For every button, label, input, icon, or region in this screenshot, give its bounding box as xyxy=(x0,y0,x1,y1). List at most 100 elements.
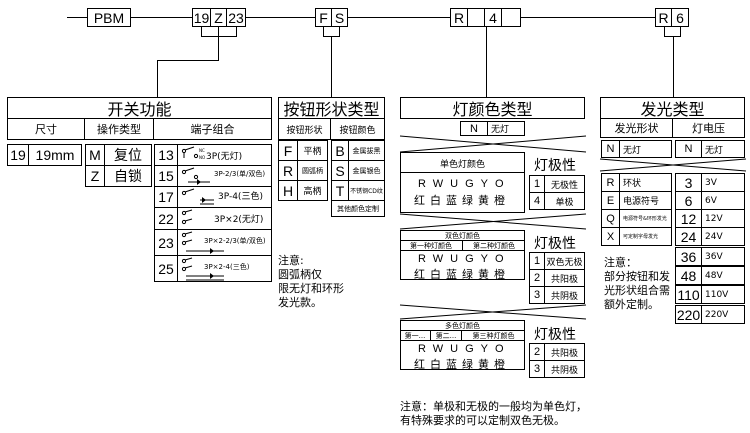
header-button-color: 按钮颜色 xyxy=(330,118,385,140)
switch-title: 开关功能 xyxy=(7,97,272,119)
glow-shape-label: 环状 xyxy=(619,173,672,192)
header-voltage: 灯电压 xyxy=(672,118,745,138)
terminal-code: 22 xyxy=(154,207,178,230)
polarity-label: 双色无极 xyxy=(544,252,585,270)
voltage-code: 220 xyxy=(675,305,702,324)
color-label: 不锈钢CD纹 xyxy=(348,180,385,201)
voltage-label: 3V xyxy=(701,173,745,192)
shape-label: 圆弧柄 xyxy=(297,160,328,181)
operation-code-z: Z xyxy=(85,165,105,187)
voltage-label: 12V xyxy=(701,209,745,228)
glow-none-label: 无灯 xyxy=(619,140,672,158)
multi-polarity-title: 灯极性 xyxy=(534,327,576,343)
multi-chars: 红白蓝绿黄橙 xyxy=(414,358,510,371)
cross-divider-icon xyxy=(599,158,747,172)
glow-none-code: N xyxy=(601,140,620,158)
header-size: 尺寸 xyxy=(7,118,85,140)
button-title: 按钮形状类型 xyxy=(278,97,385,119)
header-glow-shape: 发光形状 xyxy=(600,118,673,138)
color-custom: 其他颜色定制 xyxy=(331,200,385,217)
terminal-code: 17 xyxy=(154,186,178,208)
terminal-code: 13 xyxy=(154,144,178,166)
voltage-none-code: N xyxy=(675,140,702,158)
light-none-code: N xyxy=(460,121,488,136)
glow-shape-code: Q xyxy=(601,209,620,228)
voltage-none-label: 无灯 xyxy=(701,140,745,158)
size-code: 19 xyxy=(7,144,29,166)
polarity-code: 1 xyxy=(529,252,545,270)
single-chars: 红白蓝绿黄橙 xyxy=(414,194,510,207)
color-code: T xyxy=(331,180,349,201)
glow-shape-code: X xyxy=(601,227,620,246)
code-light-color-2 xyxy=(467,8,485,27)
note-line: 有特殊要求的可以定制双色无极。 xyxy=(400,414,565,427)
terminal-label: 3P×2-4(三色) xyxy=(177,255,272,282)
voltage-code: 3 xyxy=(675,173,702,192)
single-letters: RWUGYO xyxy=(418,178,511,190)
polarity-code: 2 xyxy=(529,343,545,361)
polarity-code: 1 xyxy=(529,175,545,193)
voltage-code: 12 xyxy=(675,209,702,228)
note-line: 注意: xyxy=(278,254,304,267)
color-code: S xyxy=(331,160,349,181)
switch-contact-led-icon xyxy=(181,167,210,185)
code-light-color-1: R xyxy=(450,8,468,27)
light-note: 注意：单极和无极的一般均为单色灯， 有特殊要求的可以定制双色无极。 xyxy=(400,400,587,428)
svg-text:NO: NO xyxy=(199,155,205,160)
operation-code-m: M xyxy=(85,144,105,166)
multi-sub-third: 第三种灯颜色 xyxy=(472,332,515,340)
shape-label: 平柄 xyxy=(297,140,328,161)
note-line: 部分按钮和发 xyxy=(604,270,670,283)
code-light-polarity xyxy=(501,8,521,27)
code-glow-shape: R xyxy=(655,8,672,27)
glow-shape-code: R xyxy=(601,173,620,192)
dual-title: 双色灯颜色 xyxy=(445,232,480,240)
dual-color-box xyxy=(400,230,525,280)
code-terminal: 23 xyxy=(226,8,246,27)
shape-code: F xyxy=(278,140,298,161)
color-code: B xyxy=(331,140,349,161)
svg-text:NC: NC xyxy=(199,148,205,153)
operation-label-lock: 自锁 xyxy=(104,165,152,187)
polarity-label: 共阳极 xyxy=(544,269,585,287)
size-label: 19mm xyxy=(28,144,82,166)
note-line: 光形状组合需 xyxy=(604,284,670,297)
switch-double-contact-icon xyxy=(181,209,193,225)
polarity-label: 共阴极 xyxy=(544,360,585,378)
multi-color-box xyxy=(400,320,525,370)
header-terminal: 端子组合 xyxy=(153,118,272,140)
polarity-label: 无极性 xyxy=(544,175,585,193)
voltage-code: 110 xyxy=(675,285,702,304)
dual-sub-second: 第二种灯颜色 xyxy=(473,242,515,250)
operation-label-reset: 复位 xyxy=(104,144,152,166)
note-line: 额外定制。 xyxy=(604,298,659,311)
switch-double-contact-led-icon xyxy=(181,231,224,254)
voltage-code: 48 xyxy=(675,266,702,285)
button-note: 注意: 圆弧柄仅 限无灯和环形 发光款。 xyxy=(278,254,344,310)
voltage-label: 110V xyxy=(701,285,745,304)
single-color-box xyxy=(400,152,525,213)
multi-sub-second: 第二... xyxy=(435,332,457,340)
terminal-code: 15 xyxy=(154,165,178,187)
switch-contact-led-icon xyxy=(181,188,214,205)
note-line: 发光款。 xyxy=(278,296,322,309)
light-title: 灯颜色类型 xyxy=(400,97,585,119)
glow-shape-code: E xyxy=(601,191,620,210)
terminal-code: 25 xyxy=(154,255,178,282)
light-none-label: 无灯 xyxy=(487,121,525,136)
code-light-color-3: 4 xyxy=(484,8,502,27)
cross-divider-icon xyxy=(399,213,587,230)
voltage-label: 220V xyxy=(701,305,745,324)
glow-shape-label: 可定制字母发光 xyxy=(619,227,672,246)
code-button-shape: F xyxy=(315,8,332,27)
dual-polarity-title: 灯极性 xyxy=(534,236,576,252)
glow-title: 发光类型 xyxy=(600,97,745,119)
dual-sub-first: 第一种灯颜色 xyxy=(410,242,452,250)
note-line: 圆弧柄仅 xyxy=(278,268,322,281)
voltage-label: 48V xyxy=(701,266,745,285)
header-button-shape: 按钮形状 xyxy=(278,118,331,140)
switch-contact-icon: NC NO xyxy=(181,146,205,160)
terminal-code: 23 xyxy=(154,229,178,256)
switch-double-contact-led-icon xyxy=(181,257,224,281)
voltage-label: 6V xyxy=(701,191,745,210)
